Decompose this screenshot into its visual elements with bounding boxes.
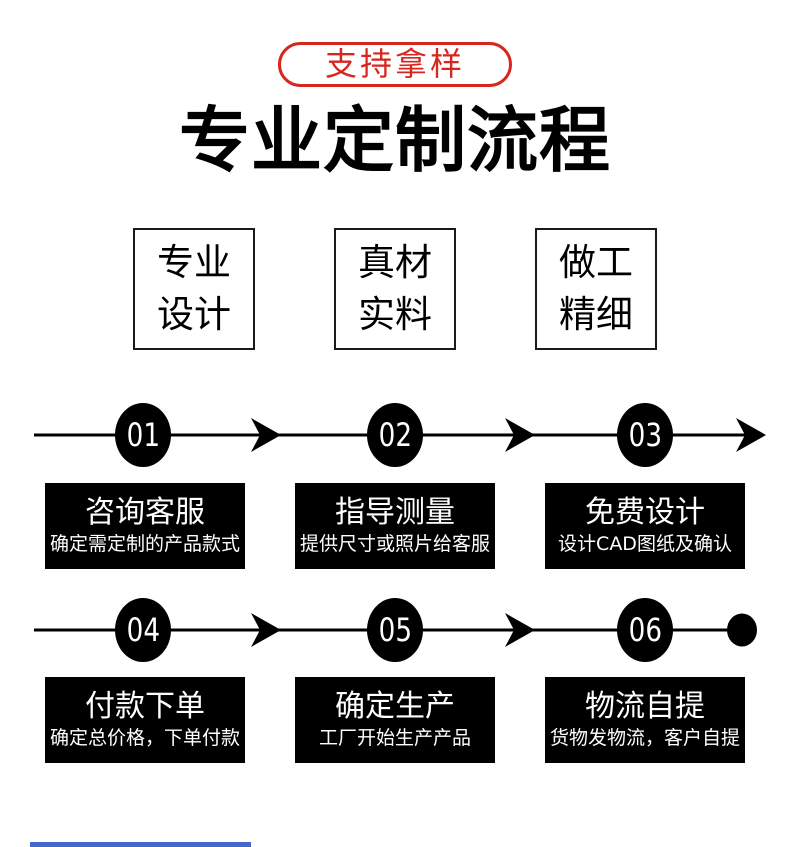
step-card-desc: 设计CAD图纸及确认 xyxy=(558,533,732,555)
step-card-title: 付款下单 xyxy=(85,689,205,724)
step-card: 付款下单 确定总价格，下单付款 xyxy=(45,677,245,763)
step-number: 02 xyxy=(378,416,412,454)
feature-box: 真材 实料 xyxy=(334,228,456,350)
timeline-end-dot xyxy=(727,613,757,647)
feature-box: 做工 精细 xyxy=(535,228,657,350)
step-number: 03 xyxy=(628,416,662,454)
step-card-row-1: 咨询客服 确定需定制的产品款式 指导测量 提供尺寸或照片给客服 免费设计 设计C… xyxy=(0,483,790,569)
step-number-circle: 06 xyxy=(617,598,673,662)
step-card: 咨询客服 确定需定制的产品款式 xyxy=(45,483,245,569)
feature-box-row: 专业 设计 真材 实料 做工 精细 xyxy=(0,228,790,350)
step-card-title: 免费设计 xyxy=(585,495,705,530)
step-card-desc: 货物发物流，客户自提 xyxy=(549,727,740,749)
step-number-circle: 04 xyxy=(115,598,171,662)
step-card-desc: 提供尺寸或照片给客服 xyxy=(299,533,490,555)
step-number: 06 xyxy=(628,611,662,649)
feature-box: 专业 设计 xyxy=(133,228,255,350)
step-number: 01 xyxy=(126,416,160,454)
step-card-title: 确定生产 xyxy=(335,689,455,724)
sample-support-badge: 支持拿样 xyxy=(277,42,513,87)
step-card: 指导测量 提供尺寸或照片给客服 xyxy=(295,483,495,569)
step-number-circle: 01 xyxy=(115,403,171,467)
step-number-circle: 03 xyxy=(617,403,673,467)
process-timeline-row-1: 01 02 03 xyxy=(0,400,790,470)
step-number: 05 xyxy=(378,611,412,649)
step-card-title: 物流自提 xyxy=(585,689,705,724)
page-title: 专业定制流程 xyxy=(178,99,611,182)
step-card-title: 指导测量 xyxy=(335,495,455,530)
step-card: 确定生产 工厂开始生产产品 xyxy=(295,677,495,763)
step-card-row-2: 付款下单 确定总价格，下单付款 确定生产 工厂开始生产产品 物流自提 货物发物流… xyxy=(0,677,790,763)
step-card-desc: 确定需定制的产品款式 xyxy=(49,533,240,555)
step-card-desc: 工厂开始生产产品 xyxy=(318,727,471,749)
step-card: 免费设计 设计CAD图纸及确认 xyxy=(545,483,745,569)
step-number-circle: 02 xyxy=(367,403,423,467)
next-section-blue-bar xyxy=(30,842,251,847)
step-number: 04 xyxy=(126,611,160,649)
step-number-circle: 05 xyxy=(367,598,423,662)
step-card: 物流自提 货物发物流，客户自提 xyxy=(545,677,745,763)
step-card-title: 咨询客服 xyxy=(85,495,205,530)
process-timeline-row-2: 04 05 06 xyxy=(0,595,790,665)
sample-support-badge-label: 支持拿样 xyxy=(324,45,466,83)
step-card-desc: 确定总价格，下单付款 xyxy=(49,727,240,749)
